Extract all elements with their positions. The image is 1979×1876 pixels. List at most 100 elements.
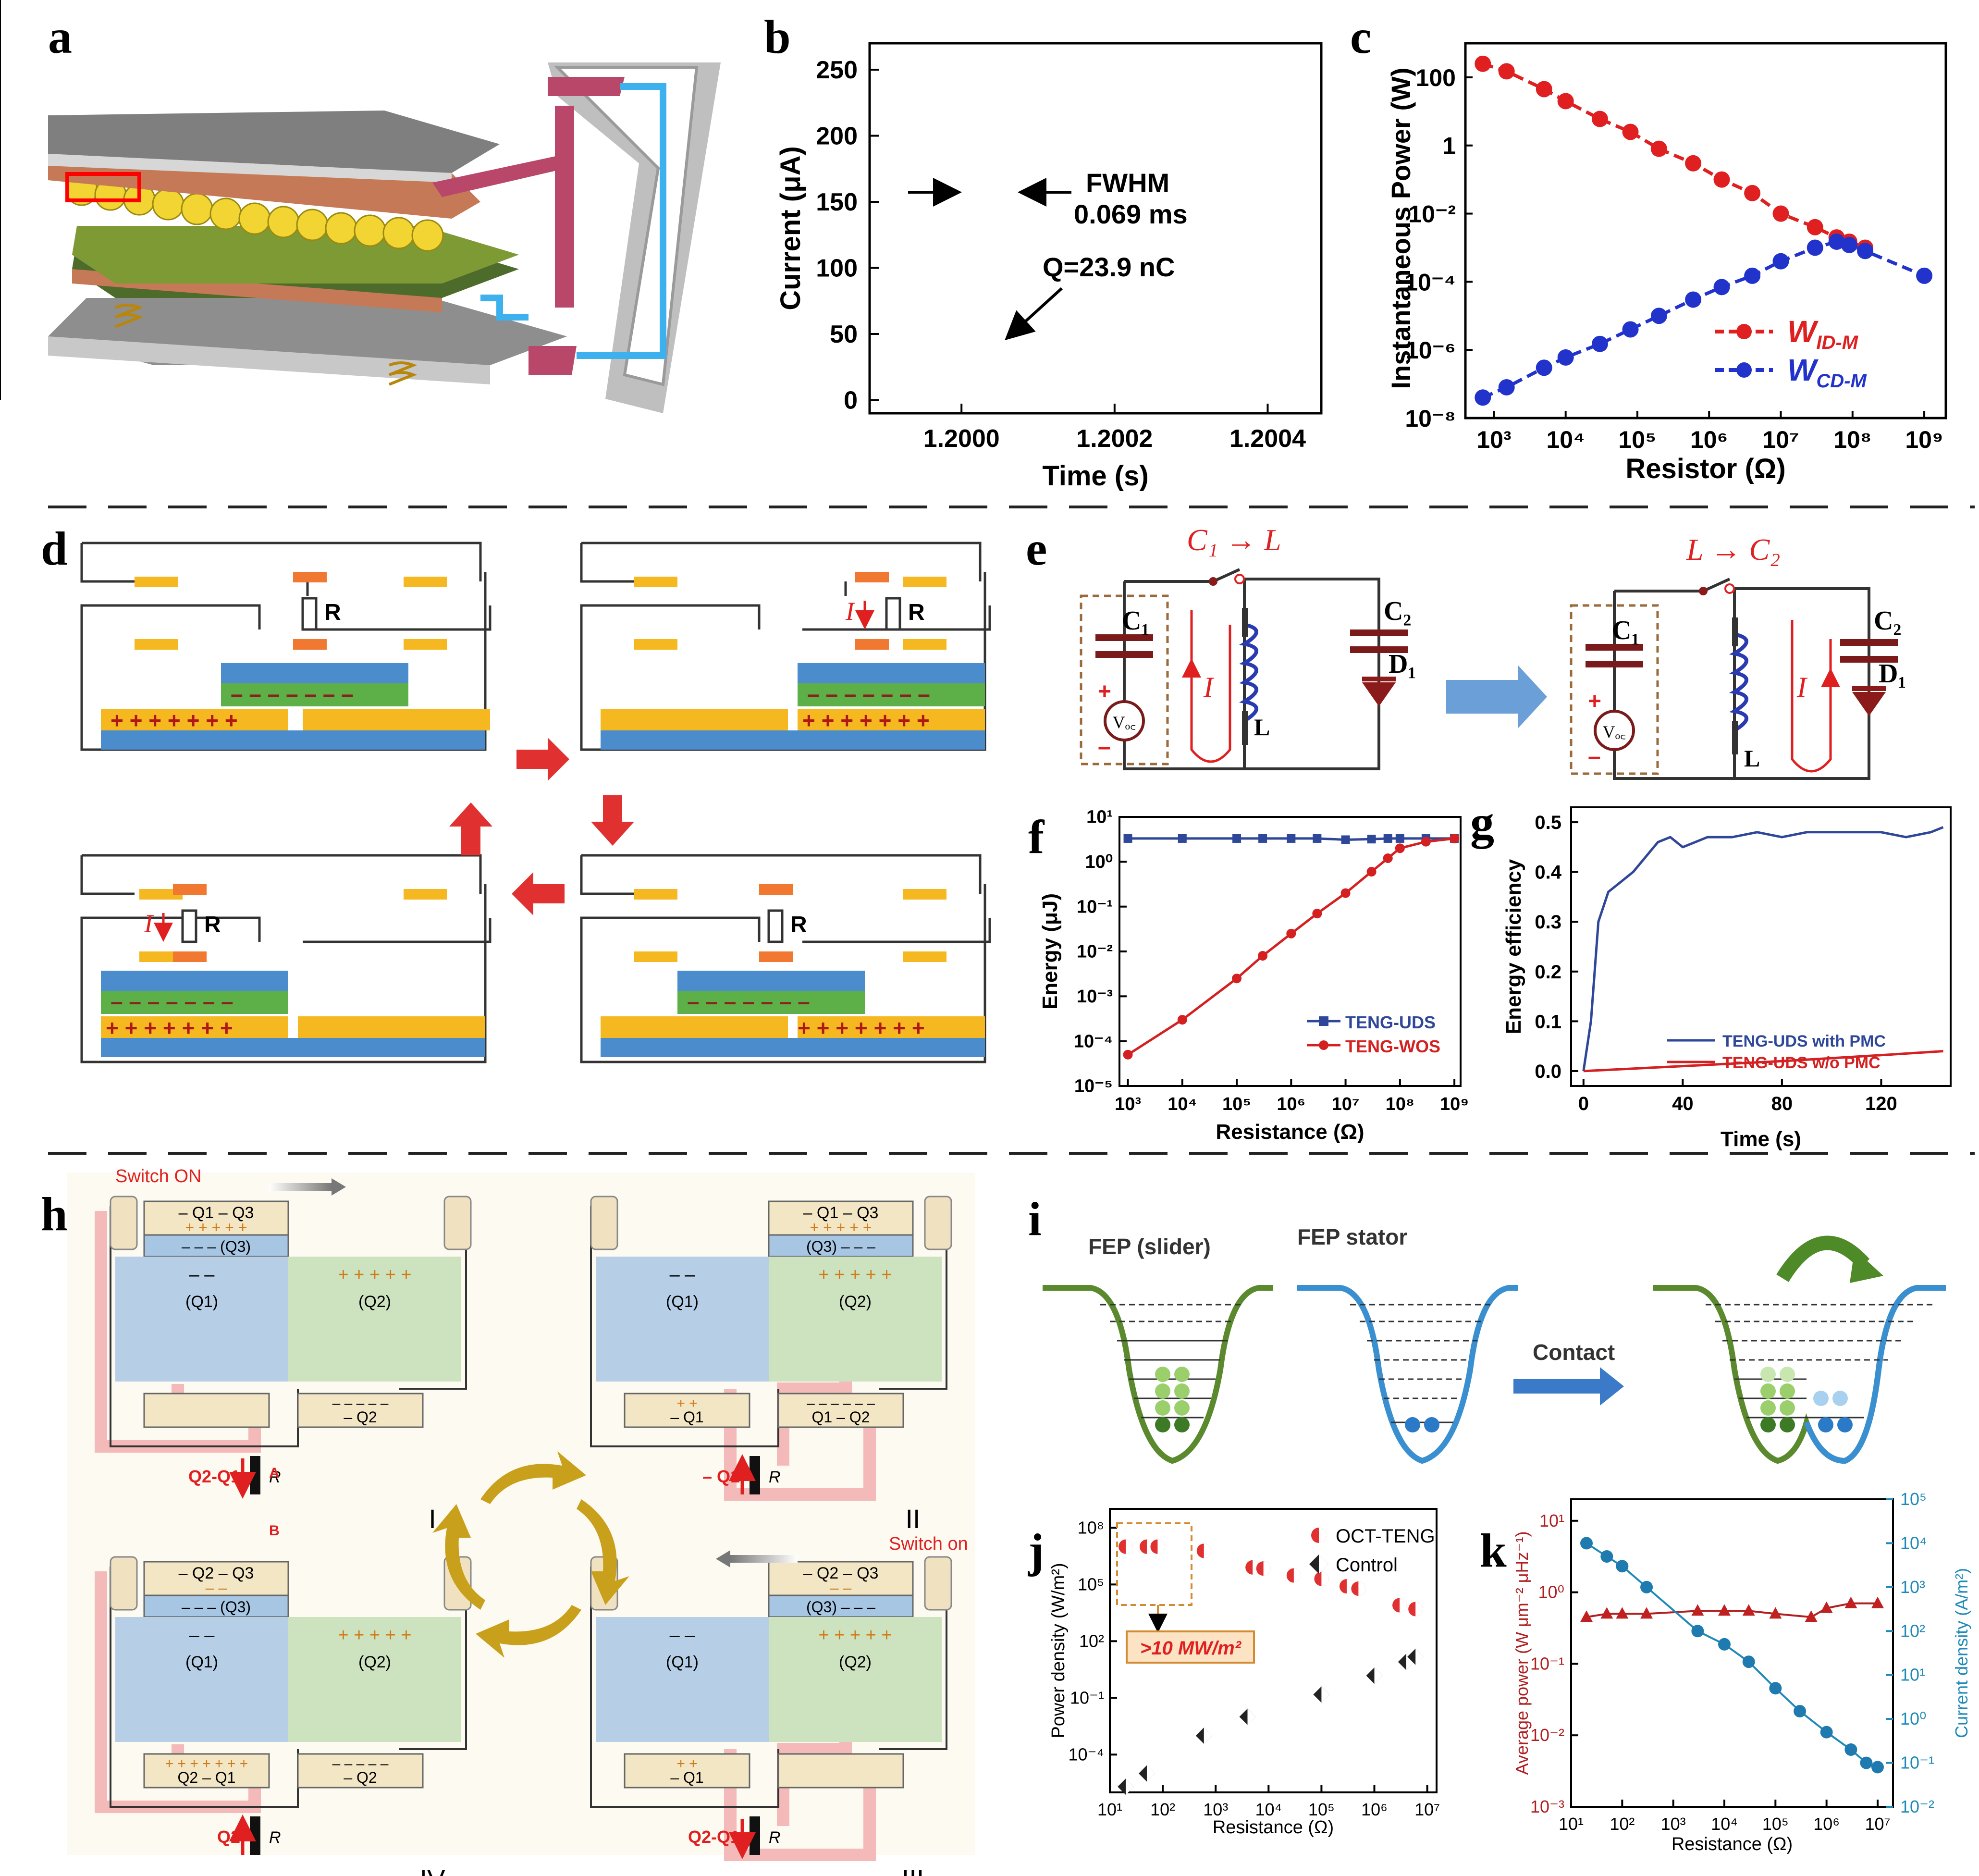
data-point-half — [1415, 1648, 1424, 1665]
resistor — [250, 1816, 260, 1855]
x-tick-label: 10³ — [1661, 1814, 1686, 1834]
slider-dielectric — [143, 1594, 289, 1618]
data-point-current — [1742, 1655, 1755, 1668]
data-point-half — [1374, 1667, 1383, 1684]
data-point — [1178, 834, 1187, 843]
label-fep-slider: FEP (slider) — [1088, 1234, 1211, 1259]
data-point — [1685, 155, 1702, 172]
panel-g-plot — [1582, 826, 1944, 1073]
q1-signs: – – — [189, 1265, 215, 1285]
data-point-half — [1204, 1543, 1211, 1558]
y-tick-label: 0.2 — [1535, 962, 1561, 983]
q1-label: (Q1) — [666, 1653, 699, 1671]
y-tick-label-right: 10² — [1900, 1621, 1925, 1641]
x-tick-label: 10⁷ — [1865, 1814, 1890, 1834]
data-point-half — [1263, 1561, 1271, 1576]
spring-left — [114, 304, 144, 328]
well-slider — [1043, 1285, 1273, 1464]
data-point — [1857, 243, 1874, 259]
resistor-charge-label: Q2-Q1 — [188, 1467, 240, 1486]
data-point — [1258, 834, 1267, 843]
cycle-arrow-right — [516, 738, 569, 781]
slider-charge-label: – Q1 – Q3 — [179, 1204, 254, 1222]
q1-signs: – – — [670, 1265, 696, 1285]
q1-label: (Q1) — [185, 1653, 218, 1671]
gray-arrow-2 — [716, 1550, 798, 1567]
q2-signs: + + + + + — [818, 1625, 892, 1645]
panel-label-b: b — [764, 10, 791, 63]
end-cap — [590, 1196, 618, 1250]
data-point-half — [1400, 1598, 1407, 1613]
y-tick-label-right: 10⁻¹ — [1900, 1753, 1934, 1773]
bottom-left-label: – Q1 — [670, 1408, 703, 1426]
y-tick-label: 10⁻⁴ — [1404, 269, 1456, 296]
panel-h-cycle — [432, 1451, 629, 1658]
cycle-arrow-down — [591, 795, 634, 846]
h-state-3: – Q2 – Q3– –(Q3) – – –– –(Q1)+ + + + +(Q… — [590, 1556, 952, 1876]
panel-k-x-label: Resistance (Ω) — [1672, 1834, 1793, 1854]
resistor-label: R — [269, 1468, 281, 1486]
slider-signs: + + + + + — [810, 1219, 872, 1236]
y-tick-label: 10⁵ — [1078, 1574, 1104, 1594]
data-point — [1367, 835, 1376, 844]
y-tick-label: 10⁻² — [1077, 942, 1113, 962]
data-point-half — [1157, 1539, 1165, 1554]
y-tick-label: 0.4 — [1535, 862, 1561, 883]
panel-g-x-label: Time (s) — [1721, 1127, 1801, 1151]
data-point-half — [1321, 1571, 1329, 1586]
panel-c-y-label: Instantaneous Power (W) — [1386, 68, 1416, 389]
panel-k-y-label-right: Current density (A/m²) — [1952, 1568, 1971, 1738]
panel-a-device — [48, 62, 721, 413]
panel-k-y-label: Average power (W μm⁻² μHz⁻¹) — [1512, 1531, 1532, 1775]
bottom-electrode-left — [143, 1753, 270, 1789]
data-point-half — [1415, 1602, 1423, 1617]
bottom-left-signs: + + + + + + + — [165, 1756, 248, 1772]
q1-label: (Q1) — [666, 1293, 699, 1311]
panel-label-c: c — [1350, 10, 1371, 63]
spring-right — [388, 361, 418, 386]
bottom-right-label: Q1 – Q2 — [812, 1408, 870, 1426]
data-point — [1498, 63, 1515, 80]
y-tick-label: 10⁰ — [1085, 852, 1113, 872]
bottom-electrode-left — [624, 1393, 750, 1428]
panel-f-x-label: Resistance (Ω) — [1216, 1120, 1364, 1144]
d1-label: D₁ — [1389, 649, 1416, 679]
data-point — [1421, 837, 1431, 847]
h-state-4: – Q2 – Q3– –– – – (Q3)– –(Q1)+ + + + +(Q… — [95, 1556, 472, 1876]
y-tick-label: 10¹ — [1539, 1511, 1564, 1530]
data-point-current — [1718, 1638, 1731, 1651]
x-tick-label: 0 — [1578, 1093, 1589, 1114]
panel-g-y-ticks: 0.00.10.20.30.40.5 — [1535, 812, 1578, 1082]
x-tick-label: 10⁵ — [1222, 1094, 1251, 1114]
bottom-left-label: – Q1 — [670, 1769, 703, 1786]
slider-electrode — [143, 1561, 289, 1596]
data-point — [1123, 1049, 1133, 1060]
q1-signs: – – — [189, 1625, 215, 1645]
slider-charge-label: – Q1 – Q3 — [803, 1204, 879, 1222]
panel-j-x-label: Resistance (Ω) — [1213, 1817, 1334, 1838]
bottom-right-label: – Q2 — [344, 1408, 377, 1426]
y-tick-label: 1 — [1442, 133, 1456, 160]
svg-text:+ + + + + + +: + + + + + + + — [802, 708, 930, 733]
block-q2 — [769, 1617, 942, 1742]
x-tick-label: 10² — [1610, 1814, 1635, 1834]
q2-label: (Q2) — [839, 1653, 872, 1671]
svg-text:– – – – – – –: – – – – – – – — [111, 989, 234, 1014]
y-tick-label-right: 10⁰ — [1900, 1709, 1926, 1728]
x-tick-label: 10³ — [1203, 1800, 1228, 1819]
x-tick-label: 1.2000 — [923, 425, 1000, 453]
y-tick-label: 10⁻³ — [1530, 1797, 1564, 1816]
slider-dielectric — [768, 1594, 914, 1618]
state-roman-numeral: II — [905, 1504, 920, 1534]
data-point — [1536, 81, 1552, 98]
data-point-half — [1126, 1778, 1134, 1795]
y-tick-label: 10⁻⁶ — [1405, 337, 1456, 364]
